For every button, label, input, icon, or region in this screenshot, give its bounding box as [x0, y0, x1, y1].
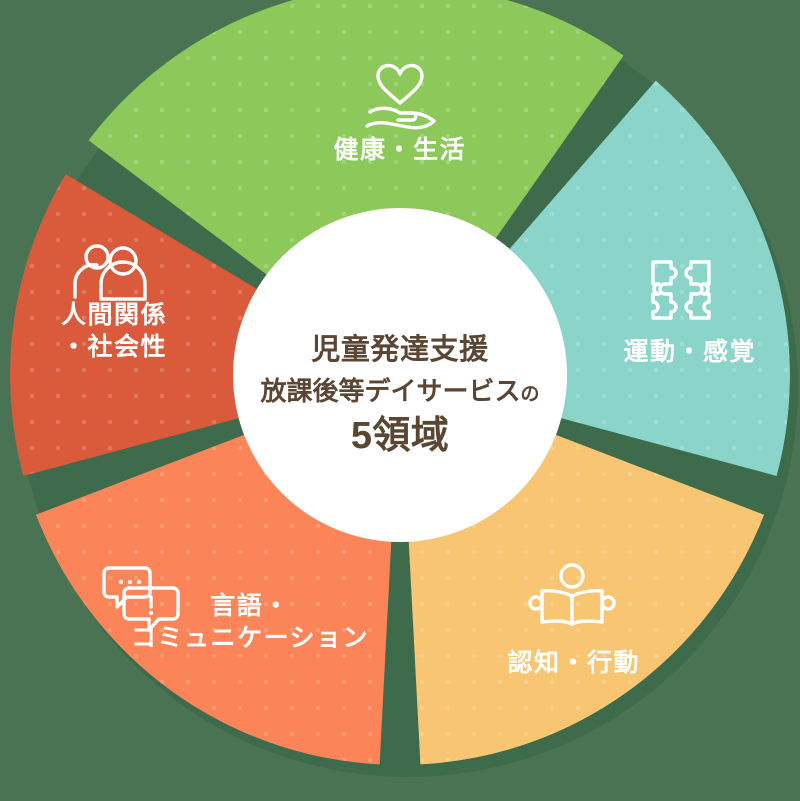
heart-in-hand-icon — [365, 63, 436, 130]
speech-bubbles-icon — [102, 566, 180, 632]
center-line-3: 5領域 — [350, 415, 450, 458]
puzzle-icon — [651, 260, 711, 320]
segment-language-communication[interactable] — [35, 432, 392, 765]
center-line-1: 児童発達支援 — [311, 334, 489, 366]
segment-motor-sensory[interactable] — [504, 80, 790, 476]
segments-group — [10, 0, 790, 765]
segment-cognition-behavior[interactable] — [408, 432, 765, 765]
center-line-2-suffix: の — [520, 384, 540, 406]
center-line-2: 放課後等デイサービスの — [235, 371, 565, 411]
center-disc — [233, 208, 567, 542]
icons-group — [73, 63, 711, 632]
segment-human-relations-sociality[interactable] — [10, 174, 263, 476]
center-line-2-main: 放課後等デイサービス — [260, 376, 521, 407]
person-reading-icon — [528, 563, 616, 626]
two-people-icon — [73, 244, 147, 301]
segment-health-life[interactable] — [88, 0, 624, 279]
center-text-block: 児童発達支援 放課後等デイサービスの 5領域 — [235, 330, 565, 463]
